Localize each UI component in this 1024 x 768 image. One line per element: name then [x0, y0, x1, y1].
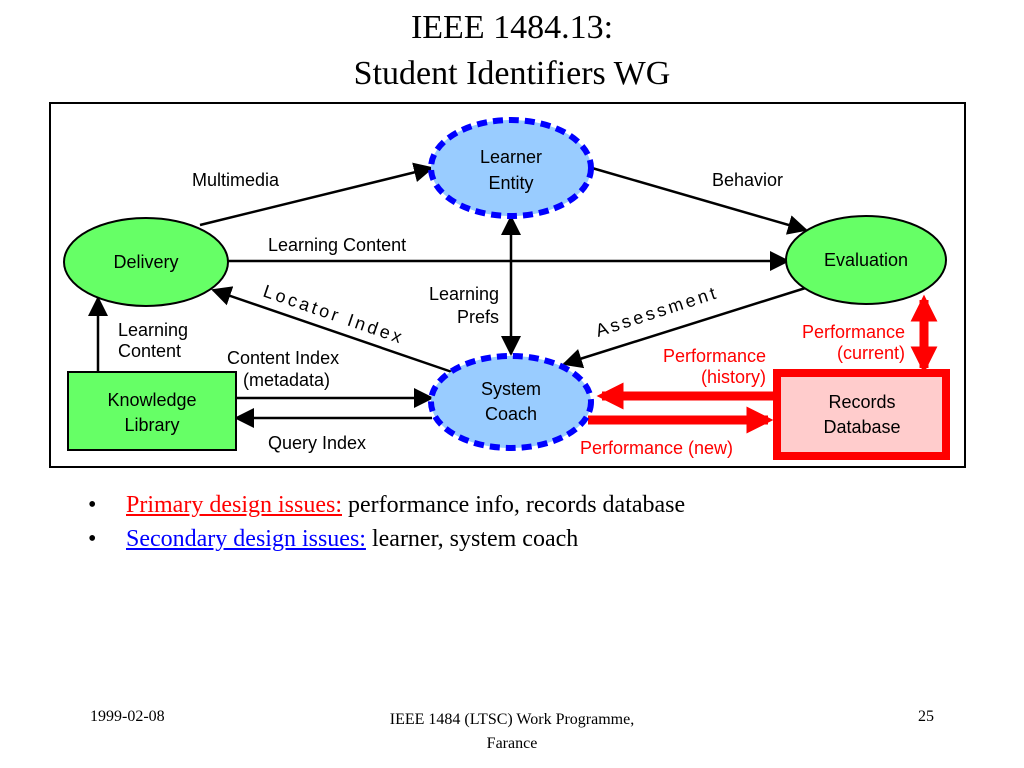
multimedia-label: Multimedia [192, 170, 280, 190]
content-index-label-2: (metadata) [243, 370, 330, 390]
footer-page-number: 25 [918, 708, 934, 725]
records-database-node [773, 369, 950, 460]
learning-prefs-label-2: Prefs [457, 307, 499, 327]
learner-entity-node [428, 117, 594, 219]
learner-entity-label-2: Entity [488, 173, 533, 193]
content-index-label-1: Content Index [227, 348, 339, 368]
assessment-label: Assessment [593, 282, 721, 341]
performance-current-label-1: Performance [802, 322, 905, 342]
footer-center-line1: IEEE 1484 (LTSC) Work Programme, [389, 711, 635, 728]
arrow-assessment [562, 283, 816, 369]
secondary-design-issues-link[interactable]: Secondary design issues: [126, 526, 366, 552]
evaluation-label: Evaluation [824, 250, 908, 270]
slide-title-line1: IEEE 1484.13: [410, 9, 614, 46]
learning-content-left-label-2: Content [118, 341, 181, 361]
secondary-design-issues-text: learner, system coach [365, 526, 579, 552]
footer-center: IEEE 1484 (LTSC) Work Programme, Farance [312, 708, 712, 756]
query-index-label: Query Index [268, 433, 366, 453]
learning-content-left-label-1: Learning [118, 320, 188, 340]
delivery-label: Delivery [113, 252, 178, 272]
knowledge-library-label-2: Library [124, 415, 179, 435]
footer-center-line2: Farance [486, 735, 538, 752]
performance-current-label-2: (current) [837, 343, 905, 363]
primary-design-issues-link[interactable]: Primary design issues: [126, 492, 342, 518]
arrow-multimedia [199, 162, 434, 227]
diagram-frame [49, 102, 966, 468]
records-database-label-2: Database [823, 417, 900, 437]
learning-content-top-label: Learning Content [268, 235, 406, 255]
system-coach-label-2: Coach [485, 404, 537, 424]
bullet-dot: • [88, 492, 97, 518]
learning-prefs-label-1: Learning [429, 284, 499, 304]
system-coach-node [428, 353, 594, 451]
performance-new-label: Performance (new) [580, 438, 733, 458]
primary-design-issues-text: performance info, records database [342, 492, 686, 518]
performance-history-label-1: Performance [663, 346, 766, 366]
behavior-label: Behavior [712, 170, 783, 190]
knowledge-library-label-1: Knowledge [107, 390, 196, 410]
footer-date: 1999-02-08 [90, 708, 165, 725]
records-database-label-1: Records [828, 392, 895, 412]
delivery-node [63, 217, 229, 307]
evaluation-node [785, 215, 947, 305]
learner-entity-label-1: Learner [480, 147, 542, 167]
arrow-behavior [591, 166, 808, 235]
performance-history-label-2: (history) [701, 367, 766, 387]
knowledge-library-node [67, 371, 237, 451]
bullet-dot: • [88, 526, 97, 552]
system-coach-label-1: System [481, 379, 541, 399]
slide-title-line2: Student Identifiers WG [353, 55, 671, 92]
arrow-locator-index [211, 286, 453, 374]
